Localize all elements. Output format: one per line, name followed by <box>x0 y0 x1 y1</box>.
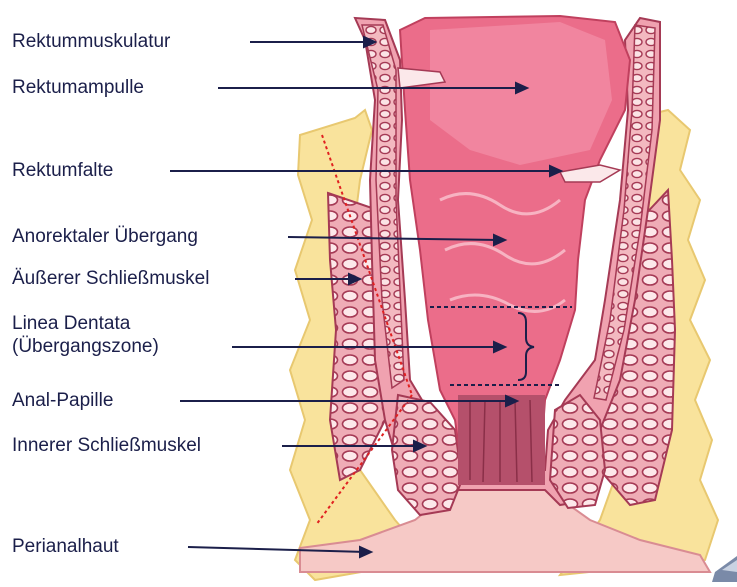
label-uebergangszone: (Übergangszone) <box>12 336 159 358</box>
logo-icon <box>712 556 737 582</box>
label-anorektaler-uebergang: Anorektaler Übergang <box>12 226 198 248</box>
label-rektumampulle: Rektumampulle <box>12 77 144 99</box>
label-aeusserer-schliessmuskel: Äußerer Schließmuskel <box>12 268 209 290</box>
label-linea-dentata: Linea Dentata <box>12 313 130 335</box>
label-anal-papille: Anal-Papille <box>12 390 113 412</box>
label-rektumfalte: Rektumfalte <box>12 160 113 182</box>
label-innerer-schliessmuskel: Innerer Schließmuskel <box>12 435 201 457</box>
label-perianalhaut: Perianalhaut <box>12 536 119 558</box>
label-rektummuskulatur: Rektummuskulatur <box>12 31 170 53</box>
